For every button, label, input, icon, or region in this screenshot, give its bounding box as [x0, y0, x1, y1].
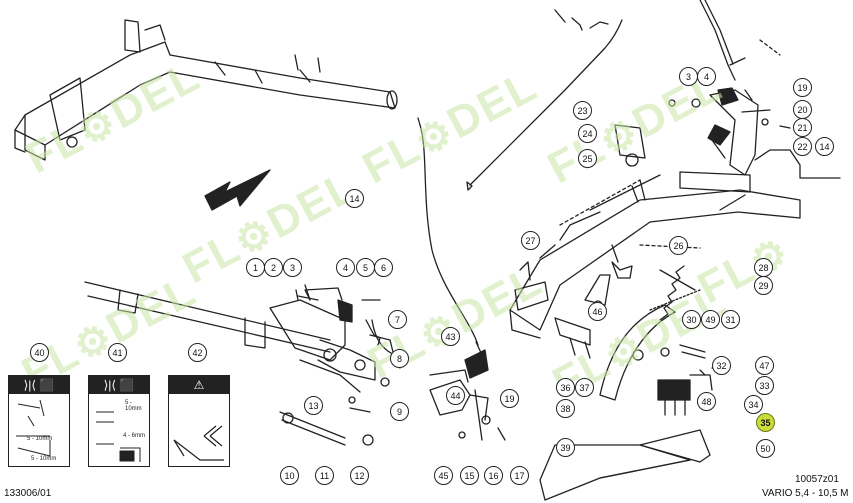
decal-size-label: 5 - 10mm [31, 456, 57, 462]
callout-29[interactable]: 29 [754, 276, 773, 295]
decal-graphic [173, 425, 224, 461]
callout-42[interactable]: 42 [188, 343, 207, 362]
callout-41[interactable]: 41 [108, 343, 127, 362]
callout-46[interactable]: 46 [588, 302, 607, 321]
callout-14-right[interactable]: 14 [815, 137, 834, 156]
callout-31[interactable]: 31 [721, 310, 740, 329]
callout-13[interactable]: 13 [304, 396, 323, 415]
callout-19[interactable]: 19 [500, 389, 519, 408]
drawing-code-right: 10057z01 [795, 474, 839, 485]
model-label: VARIO 5,4 - 10,5 M [762, 488, 849, 499]
right-frame-drawing [509, 171, 801, 339]
decal-41: ⟩|⟨ ⬛ 5 - 10mm 4 - 6mm [88, 375, 150, 467]
callout-14[interactable]: 14 [345, 189, 364, 208]
callout-45[interactable]: 45 [434, 466, 453, 485]
callout-37[interactable]: 37 [575, 378, 594, 397]
main-frame-drawing [14, 19, 398, 161]
cable-23 [469, 19, 623, 186]
tine-drawing [599, 304, 676, 401]
callout-39[interactable]: 39 [556, 438, 575, 457]
callout-34[interactable]: 34 [744, 395, 763, 414]
callout-21[interactable]: 21 [793, 118, 812, 137]
decal-42: ⚠ [168, 375, 230, 467]
callout-26[interactable]: 26 [669, 236, 688, 255]
callout-7[interactable]: 7 [388, 310, 407, 329]
callout-4[interactable]: 4 [336, 258, 355, 277]
decal-band: ⟩|⟨ ⬛ [89, 376, 149, 394]
callout-15[interactable]: 15 [460, 466, 479, 485]
callout-2[interactable]: 2 [264, 258, 283, 277]
callout-4-top[interactable]: 4 [697, 67, 716, 86]
decal-graphic [16, 399, 51, 457]
callout-19-top[interactable]: 19 [793, 78, 812, 97]
decal-size-label: 5 - 10mm [125, 400, 142, 412]
callout-49[interactable]: 49 [701, 310, 720, 329]
callout-43[interactable]: 43 [441, 327, 460, 346]
decal-40: ⟩|⟨ ⬛ 5 - 10mm 5 - 10mm [8, 375, 70, 467]
callout-5[interactable]: 5 [356, 258, 375, 277]
decal-graphic [96, 411, 141, 462]
callout-24[interactable]: 24 [578, 124, 597, 143]
callout-36[interactable]: 36 [556, 378, 575, 397]
callout-38[interactable]: 38 [556, 399, 575, 418]
callout-35[interactable]: 35 [756, 413, 775, 432]
callout-16[interactable]: 16 [484, 466, 503, 485]
callout-1[interactable]: 1 [246, 258, 265, 277]
callout-3-top[interactable]: 3 [679, 67, 698, 86]
callout-30[interactable]: 30 [682, 310, 701, 329]
decal-size-label: 5 - 10mm [27, 436, 53, 442]
spring-drawing [659, 265, 685, 321]
callout-17[interactable]: 17 [510, 466, 529, 485]
decal-size-label: 4 - 6mm [123, 433, 146, 439]
callout-28[interactable]: 28 [754, 258, 773, 277]
callout-20[interactable]: 20 [793, 100, 812, 119]
decal-band: ⚠ [169, 376, 229, 394]
callout-50[interactable]: 50 [756, 439, 775, 458]
callout-33[interactable]: 33 [755, 376, 774, 395]
callout-32[interactable]: 32 [712, 356, 731, 375]
callout-25[interactable]: 25 [578, 149, 597, 168]
decal-band: ⟩|⟨ ⬛ [9, 376, 69, 394]
callout-11[interactable]: 11 [315, 466, 334, 485]
callout-12[interactable]: 12 [350, 466, 369, 485]
callout-48[interactable]: 48 [697, 392, 716, 411]
callout-9[interactable]: 9 [390, 402, 409, 421]
callout-23[interactable]: 23 [573, 101, 592, 120]
drawing-code-left: 133006/01 [4, 488, 52, 499]
callout-6[interactable]: 6 [374, 258, 393, 277]
callout-44[interactable]: 44 [446, 386, 465, 405]
callout-27[interactable]: 27 [521, 231, 540, 250]
cable-14 [419, 124, 479, 346]
callout-3[interactable]: 3 [283, 258, 302, 277]
callout-10[interactable]: 10 [280, 466, 299, 485]
callout-8[interactable]: 8 [390, 349, 409, 368]
callout-22[interactable]: 22 [793, 137, 812, 156]
callout-47[interactable]: 47 [755, 356, 774, 375]
callout-40[interactable]: 40 [30, 343, 49, 362]
direction-arrow [204, 169, 271, 211]
